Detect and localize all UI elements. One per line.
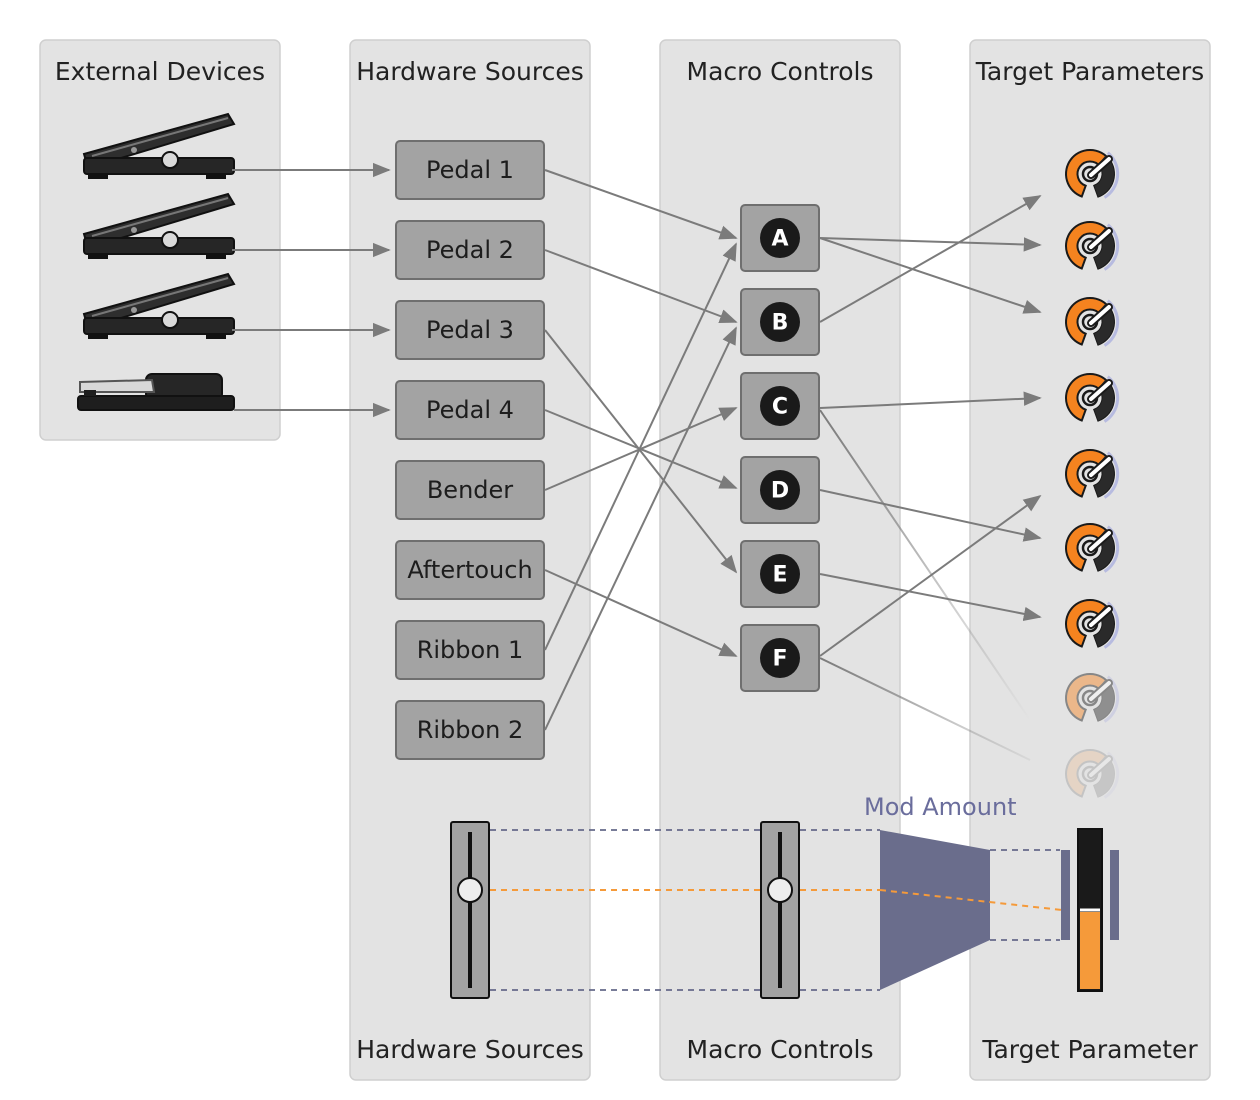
macro-d[interactable]: D <box>740 456 820 524</box>
link-c-target-4 <box>819 391 1042 409</box>
target-parameters-title: Target Parameters <box>975 57 1204 86</box>
macro-letter: D <box>771 479 789 504</box>
link-pedal3-e <box>544 329 738 574</box>
external-devices-title: External Devices <box>55 57 265 86</box>
source-bender[interactable]: Bender <box>395 460 545 520</box>
macro-letter: E <box>772 563 787 588</box>
slider-handle[interactable] <box>767 877 793 903</box>
hardware-sources-title: Hardware Sources <box>356 57 584 86</box>
link-f-target-5 <box>819 494 1042 657</box>
macro-letter: F <box>772 647 787 672</box>
source-pedal-3[interactable]: Pedal 3 <box>395 300 545 360</box>
link-d-target-6 <box>819 489 1042 542</box>
link-ribbon1-a <box>544 242 737 651</box>
link-ribbon2-b <box>544 326 737 731</box>
link-c-target-8-faded <box>819 409 1031 721</box>
source-label: Ribbon 1 <box>417 636 524 664</box>
link-a-target-2 <box>819 237 1042 252</box>
target-parameter-bar <box>1061 828 1119 992</box>
source-label: Ribbon 2 <box>417 716 524 744</box>
macro-letter: B <box>772 311 789 336</box>
link-pedal1-a <box>544 169 738 240</box>
source-label: Aftertouch <box>407 556 532 584</box>
macro-a[interactable]: A <box>740 204 820 272</box>
macro-controls-title: Macro Controls <box>687 57 874 86</box>
source-pedal-2[interactable]: Pedal 2 <box>395 220 545 280</box>
link-b-target-1 <box>819 195 1042 323</box>
slider-handle[interactable] <box>457 877 483 903</box>
mod-amount-label: Mod Amount <box>864 793 1017 821</box>
mod-amount-trapezoid <box>880 830 990 990</box>
value-line-3 <box>879 889 1063 911</box>
macro-e[interactable]: E <box>740 540 820 608</box>
source-label: Pedal 2 <box>426 236 514 264</box>
bottom-hardware-sources-label: Hardware Sources <box>356 1035 584 1064</box>
macro-letter: A <box>771 227 788 252</box>
source-label: Bender <box>427 476 513 504</box>
source-label: Pedal 4 <box>426 396 514 424</box>
source-label: Pedal 3 <box>426 316 514 344</box>
macro-c[interactable]: C <box>740 372 820 440</box>
macro-b[interactable]: B <box>740 288 820 356</box>
source-aftertouch[interactable]: Aftertouch <box>395 540 545 600</box>
source-label: Pedal 1 <box>426 156 514 184</box>
source-pedal-1[interactable]: Pedal 1 <box>395 140 545 200</box>
source-ribbon-2[interactable]: Ribbon 2 <box>395 700 545 760</box>
hardware-source-slider[interactable] <box>450 821 490 999</box>
target-parameters-panel <box>969 39 1211 1081</box>
source-pedal-4[interactable]: Pedal 4 <box>395 380 545 440</box>
source-ribbon-1[interactable]: Ribbon 1 <box>395 620 545 680</box>
bottom-macro-controls-label: Macro Controls <box>687 1035 874 1064</box>
bottom-target-parameter-label: Target Parameter <box>981 1035 1198 1064</box>
link-a-target-3 <box>819 237 1042 314</box>
macro-letter: C <box>772 395 788 420</box>
macro-f[interactable]: F <box>740 624 820 692</box>
macro-control-slider[interactable] <box>760 821 800 999</box>
link-e-target-7 <box>819 573 1042 621</box>
link-f-target-9-faded <box>819 657 1031 761</box>
